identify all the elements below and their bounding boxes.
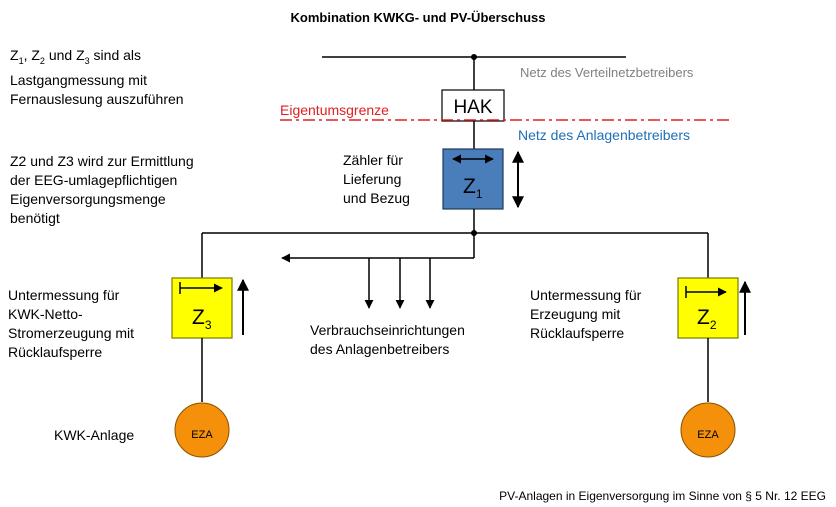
consumers-caption: Verbrauchseinrichtungen des Anlagenbetre… bbox=[310, 321, 465, 359]
z1-caption: Zähler für Lieferung und Bezug bbox=[343, 151, 410, 208]
note-eeg-line3: Eigenversorgungsmenge bbox=[10, 191, 166, 207]
note-measurement-line2: Lastgangmessung mit bbox=[10, 71, 147, 88]
z3-caption-line2: KWK-Netto- bbox=[8, 306, 83, 322]
z1-caption-line3: und Bezug bbox=[343, 190, 410, 206]
note-measurement: Z1, Z2 und Z3 sind als Lastgangmessung m… bbox=[10, 46, 184, 109]
z3-caption-line4: Rücklaufsperre bbox=[8, 344, 103, 360]
plant-operator-net-label: Netz des Anlagenbetreibers bbox=[518, 127, 690, 143]
consumers-caption-line2: des Anlagenbetreibers bbox=[310, 341, 450, 357]
z2-caption-line3: Rücklaufsperre bbox=[530, 325, 625, 341]
hak-box bbox=[441, 89, 505, 122]
z3-caption: Untermessung für KWK-Netto- Stromerzeugu… bbox=[8, 286, 134, 362]
grid-operator-label: Netz des Verteilnetzbetreibers bbox=[520, 65, 694, 80]
hak-label: HAK bbox=[453, 97, 492, 118]
z2-caption-line2: Erzeugung mit bbox=[530, 306, 621, 322]
kwk-plant-caption: KWK-Anlage bbox=[54, 427, 135, 443]
kwk-generator-label: EZA bbox=[191, 429, 213, 441]
note-measurement-line3: Fernauslesung auszuführen bbox=[10, 90, 184, 107]
note-eeg-line1: Z2 und Z3 wird zur Ermittlung bbox=[10, 153, 194, 169]
z1-letter: Z1 bbox=[463, 175, 483, 201]
note-measurement-line1: Z1, Z2 und Z3 sind als bbox=[10, 47, 142, 66]
z1-caption-line1: Zähler für bbox=[343, 152, 403, 168]
z3-caption-line3: Stromerzeugung mit bbox=[8, 325, 135, 341]
z3-caption-line1: Untermessung für bbox=[8, 287, 120, 303]
ownership-boundary-label: Eigentumsgrenze bbox=[280, 102, 389, 118]
z3-letter: Z3 bbox=[192, 306, 212, 332]
z1-caption-line2: Lieferung bbox=[343, 171, 402, 187]
z2-caption: Untermessung für Erzeugung mit Rücklaufs… bbox=[530, 286, 641, 343]
z2-caption-line1: Untermessung für bbox=[530, 287, 642, 303]
footer-note: PV-Anlagen in Eigenversorgung im Sinne v… bbox=[499, 489, 826, 503]
consumers-caption-line1: Verbrauchseinrichtungen bbox=[310, 322, 465, 338]
z2-letter: Z2 bbox=[697, 306, 717, 332]
diagram-title: Kombination KWKG- und PV-Überschuss bbox=[290, 10, 546, 25]
note-eeg-line2: der EEG-umlagepflichtigen bbox=[10, 172, 178, 188]
pv-generator-label: EZA bbox=[697, 429, 719, 441]
z2-meter bbox=[677, 277, 739, 339]
note-eeg: Z2 und Z3 wird zur Ermittlung der EEG-um… bbox=[10, 152, 194, 228]
note-eeg-line4: benötigt bbox=[10, 210, 60, 226]
pv-generator bbox=[680, 402, 736, 458]
kwk-generator bbox=[174, 402, 230, 458]
